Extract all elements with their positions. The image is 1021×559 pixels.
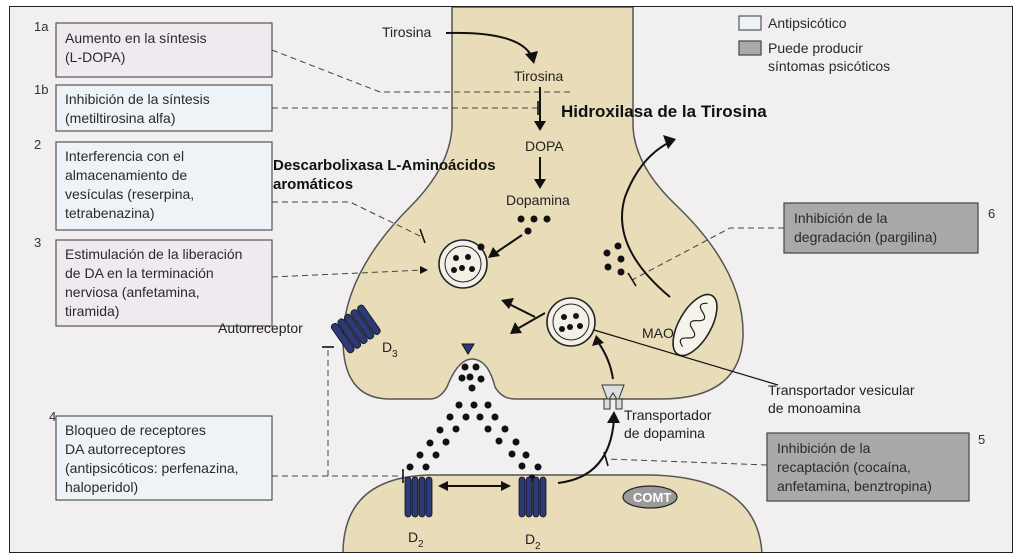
legend-psychotic-label-1: Puede producir (768, 40, 863, 56)
d2-right-subscript: 2 (535, 541, 541, 552)
box-1b-line-1: Inhibición de la síntesis (65, 91, 210, 107)
dopamina-label: Dopamina (506, 192, 570, 208)
synaptic-dopamine (407, 402, 542, 482)
d2-left-subscript: 2 (418, 539, 424, 550)
box-number-1a: 1a (34, 19, 49, 34)
d2-left-label: D (408, 529, 418, 545)
box-2-line-2: almacenamiento de (65, 167, 187, 183)
comt-enzyme: COMT (623, 486, 677, 508)
legend-psychotic-swatch (739, 41, 761, 55)
arrowhead-degradation (663, 135, 676, 149)
dat-label-2: de dopamina (624, 425, 705, 441)
box-number-4: 4 (49, 409, 56, 424)
box-3-line-1: Estimulación de la liberación (65, 246, 242, 262)
dopamine-synapse-diagram: Antipsicótico Puede producir síntomas ps… (9, 6, 1013, 553)
box-3-line-3: nerviosa (anfetamina, (65, 284, 200, 300)
legend-psychotic-label-2: síntomas psicóticos (768, 58, 890, 74)
legend-antipsychotic-label: Antipsicótico (768, 15, 847, 31)
box-1a-line-1: Aumento en la síntesis (65, 30, 207, 46)
box-1b-line-2: (metiltirosina alfa) (65, 110, 175, 126)
diagram-canvas: Antipsicótico Puede producir síntomas ps… (10, 7, 1012, 552)
autorreceptor-label: Autorreceptor (218, 320, 303, 336)
connector-5 (606, 459, 767, 465)
box-number-1b: 1b (34, 82, 48, 97)
vmat-label-1: Transportador vesicular (768, 382, 915, 398)
box-3-line-2: de DA en la terminación (65, 265, 214, 281)
box-4-line-1: Bloqueo de receptores (65, 422, 206, 438)
box-4-line-2: DA autorreceptores (65, 441, 186, 457)
box-number-5: 5 (978, 432, 985, 447)
arrowhead-reuptake-synapse (607, 411, 620, 423)
arrow-reuptake-synapse (558, 419, 614, 483)
tirosina-inner-label: Tirosina (514, 68, 563, 84)
box-2-line-3: vesículas (reserpina, (65, 186, 194, 202)
box-2-line-1: Interferencia con el (65, 148, 184, 164)
vesicle-storage (439, 240, 487, 288)
dopa-label: DOPA (525, 138, 564, 154)
box-number-3: 3 (34, 235, 41, 250)
box-1a-line-2: (L-DOPA) (65, 49, 125, 65)
d3-label: D (382, 339, 392, 355)
vmat-label-2: de monoamina (768, 400, 861, 416)
comt-label: COMT (633, 490, 671, 505)
enzyme-tyrosine-hydroxylase: Hidroxilasa de la Tirosina (561, 102, 767, 121)
vesicle-reuptake (547, 298, 595, 346)
legend-antipsychotic-swatch (739, 16, 761, 30)
d3-subscript: 3 (392, 349, 398, 360)
box-5-line-1: Inhibición de la (777, 440, 871, 456)
box-5-line-3: anfetamina, benztropina) (777, 478, 932, 494)
box-number-6: 6 (988, 206, 995, 221)
box-2-line-4: tetrabenazina) (65, 205, 155, 221)
enzyme-ddc-line-2: aromáticos (273, 176, 353, 193)
box-6-line-1: Inhibición de la (794, 210, 888, 226)
mao-label: MAO (642, 325, 674, 341)
box-5-line-2: recaptación (cocaína, (777, 459, 911, 475)
box-number-2: 2 (34, 137, 41, 152)
box-4-line-4: haloperidol) (65, 479, 138, 495)
box-6-line-2: degradación (pargilina) (794, 229, 937, 245)
tirosina-top-label: Tirosina (382, 24, 431, 40)
enzyme-ddc-line-1: Descarbolixasa L-Aminoácidos (273, 157, 496, 174)
box-4-line-3: (antipsicóticos: perfenazina, (65, 460, 239, 476)
d2-right-label: D (525, 531, 535, 547)
box-3-line-4: tiramida) (65, 303, 119, 319)
dat-label-1: Transportador (624, 407, 712, 423)
